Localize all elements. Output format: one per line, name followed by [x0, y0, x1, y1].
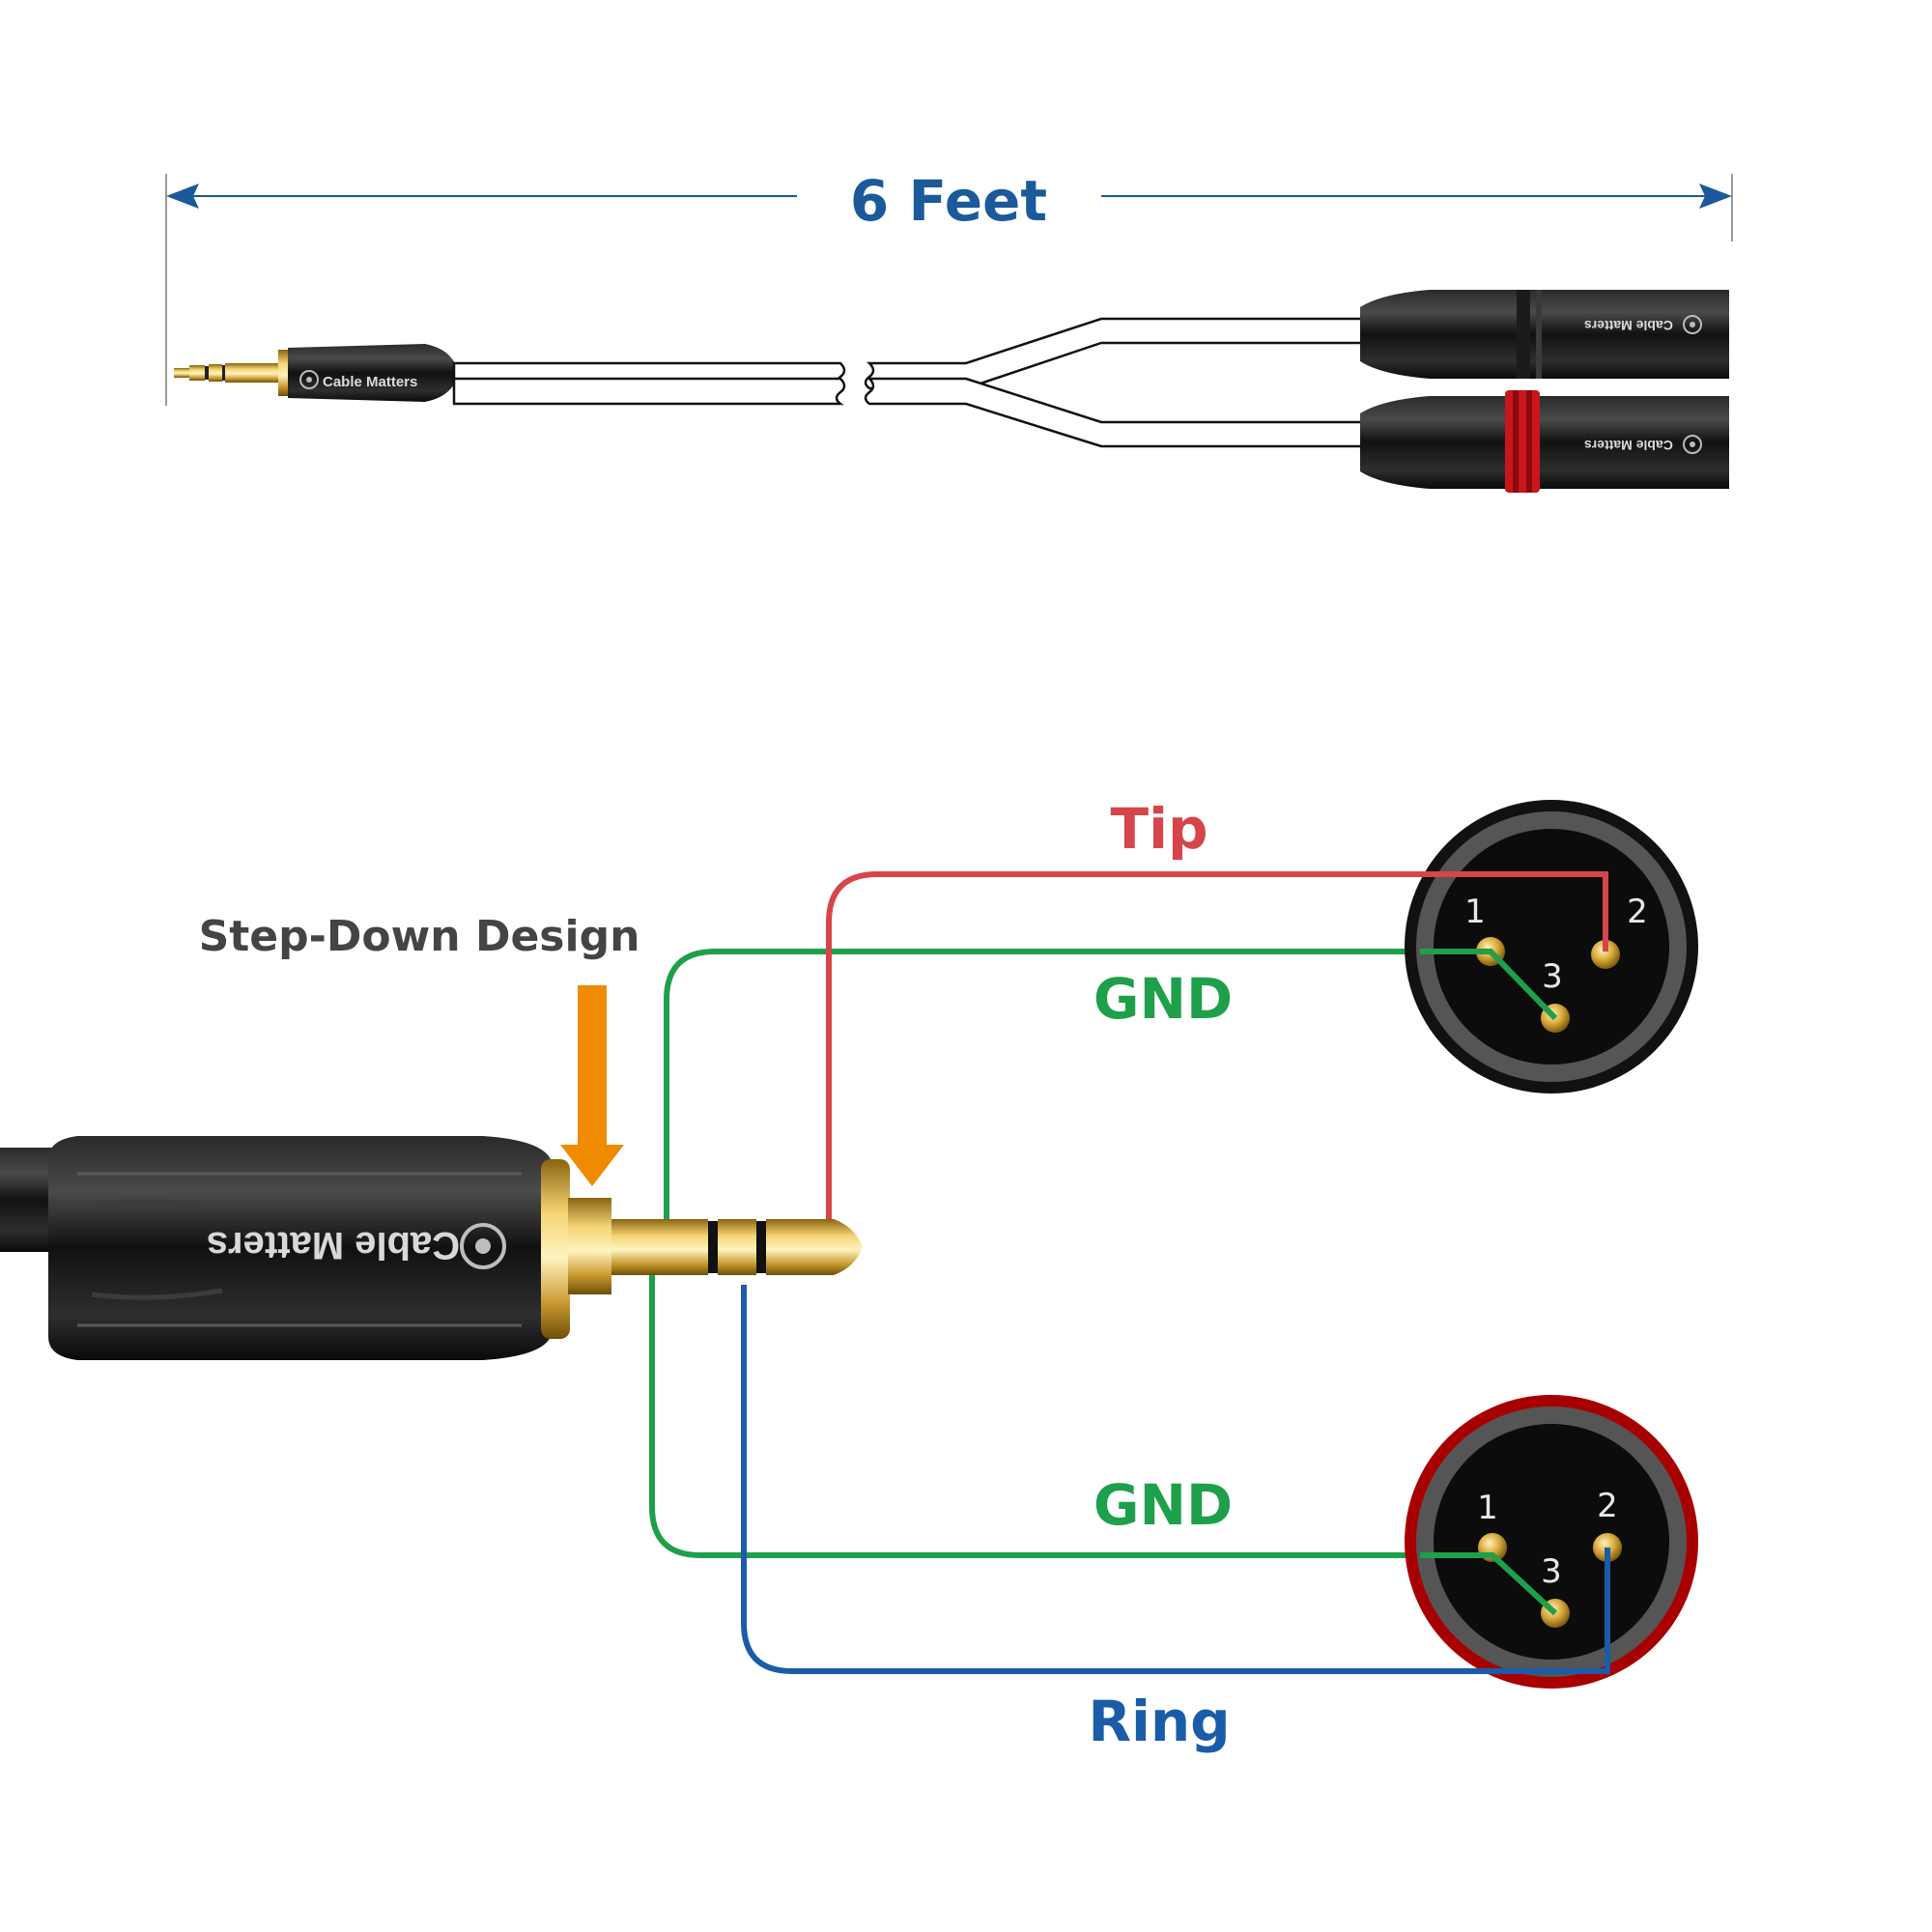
- xlr-top-pin-2-label: 2: [1627, 893, 1648, 931]
- label-tip: Tip: [1111, 796, 1208, 862]
- large-plug-logo-icon: [460, 1223, 506, 1269]
- cable-main-right: [864, 317, 1364, 448]
- dimension-arrow-left-icon: [166, 184, 199, 209]
- xlr-top-pin-3-label: 3: [1542, 957, 1563, 996]
- xlr-connector-bottom: Cable Matters: [1360, 390, 1729, 493]
- wire-gnd-top-end: [1420, 949, 1558, 1021]
- xlr-bottom-logo-icon: [1683, 435, 1702, 454]
- xlr-top-brand: Cable Matters: [1584, 318, 1673, 333]
- large-plug-brand: Cable Matters: [207, 1224, 460, 1266]
- length-label: 6 Feet: [850, 168, 1047, 234]
- xlr-connector-top: Cable Matters: [1360, 290, 1729, 379]
- cable-product: Cable Matters Cable Matters: [174, 290, 1729, 493]
- wire-ring: [741, 1285, 1610, 1674]
- xlr-bottom-pin-3-label: 3: [1541, 1552, 1562, 1591]
- large-plug-pin: [568, 1198, 863, 1294]
- label-gnd-bottom: GND: [1094, 1472, 1233, 1538]
- xlr-top-pin-1-label: 1: [1464, 893, 1486, 931]
- wire-gnd-bottom-end: [1420, 1552, 1558, 1616]
- label-ring: Ring: [1088, 1689, 1230, 1754]
- wire-gnd-top: [664, 949, 1558, 1227]
- cable-main-left: [452, 361, 846, 406]
- xlr-face-top: 1 2 3: [1405, 800, 1698, 1094]
- small-plug-brand: Cable Matters: [323, 374, 417, 390]
- wire-gnd-bottom: [649, 1275, 1556, 1616]
- xlr-top-pin-2: [1591, 940, 1620, 969]
- label-gnd-top: GND: [1094, 966, 1233, 1032]
- wire-tip-end: [1420, 871, 1608, 952]
- large-plug-body: [48, 1136, 570, 1360]
- xlr-top-logo-icon: [1683, 315, 1702, 334]
- wire-tip: [826, 871, 1608, 1244]
- xlr-bottom-brand: Cable Matters: [1584, 438, 1673, 453]
- xlr-bottom-pin-1-label: 1: [1477, 1489, 1498, 1527]
- step-down-label: Step-Down Design: [199, 912, 640, 961]
- small-plug-body: [288, 344, 458, 402]
- dimension-arrow-right-icon: [1699, 184, 1732, 209]
- small-plug-tip: [174, 350, 288, 396]
- wire-ring-end: [1420, 1548, 1610, 1674]
- small-plug-logo-icon: [299, 370, 319, 389]
- step-down-arrow-icon: [560, 985, 624, 1186]
- xlr-face-bottom: 1 2 3: [1405, 1395, 1698, 1689]
- xlr-bottom-pin-2-label: 2: [1597, 1487, 1618, 1525]
- length-dimension: 6 Feet: [165, 168, 1733, 406]
